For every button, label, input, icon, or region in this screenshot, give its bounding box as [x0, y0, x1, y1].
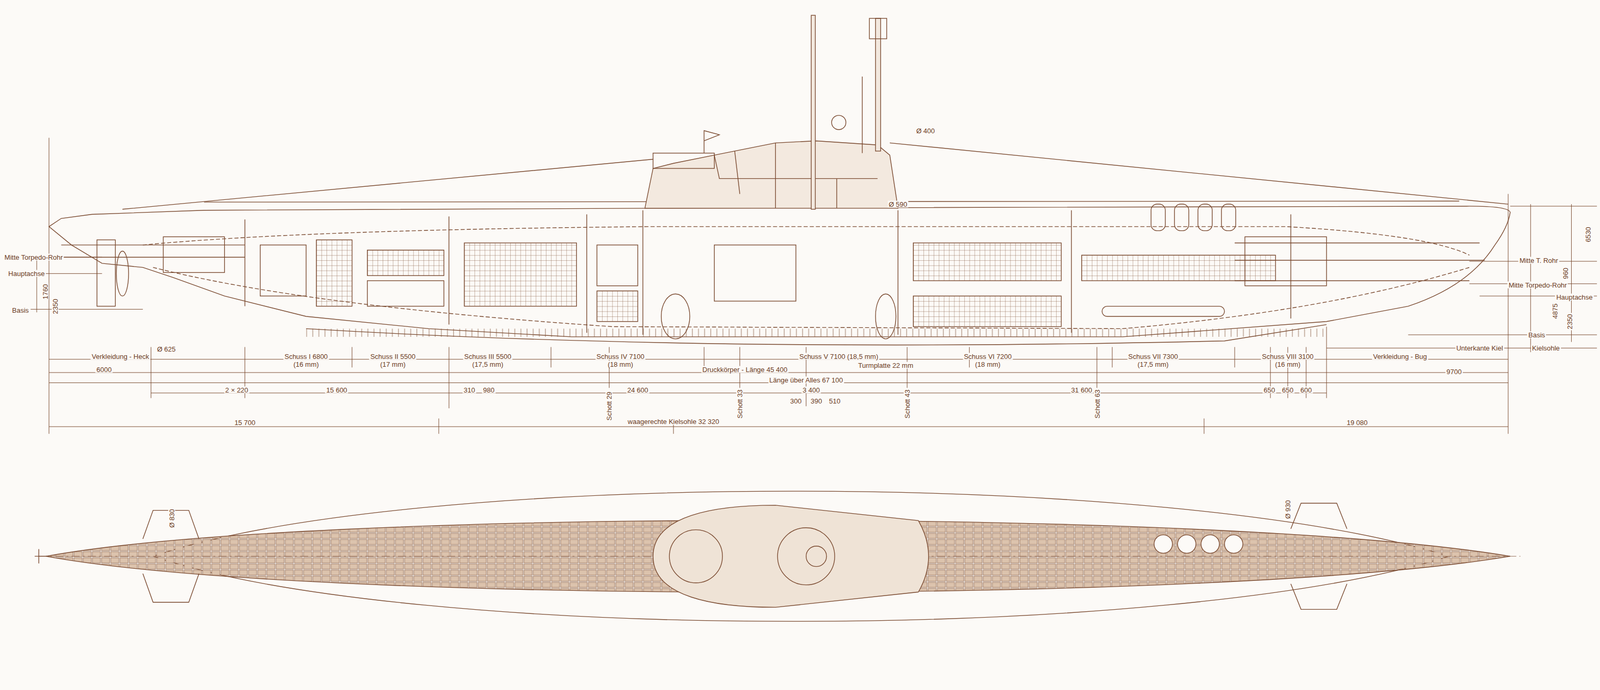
- dimension-label: Hauptachse: [1555, 293, 1594, 301]
- pressure-hull: [142, 226, 1470, 330]
- deck-containers: [1151, 204, 1236, 231]
- dimension-label: Ø 590: [887, 201, 909, 208]
- container-lid: [1224, 534, 1244, 554]
- container-lid: [1201, 534, 1220, 554]
- dimension-label: Basis: [11, 307, 30, 314]
- dimension-label: 600: [1299, 386, 1313, 394]
- side-elevation: [48, 15, 1511, 345]
- dimension-label: Schott 43: [903, 388, 911, 420]
- dimension-label: (17 mm): [379, 361, 407, 368]
- dimension-label: 2 × 220: [224, 386, 250, 394]
- dimension-label: Schuss I 6800: [283, 352, 329, 360]
- dimension-label: Schott 33: [736, 388, 744, 420]
- dimension-label: (18 mm): [606, 361, 635, 368]
- dimension-label: waagerechte Kielsohle 32 320: [626, 418, 721, 426]
- dimension-label: Verkleidung - Heck: [90, 352, 151, 360]
- plan-view: [34, 491, 1521, 622]
- dimension-label: Ø 400: [914, 127, 936, 134]
- dimension-label: Mitte T. Rohr: [1518, 257, 1560, 265]
- periscope: [875, 18, 881, 152]
- dimension-label: Mitte Torpedo-Rohr: [3, 254, 65, 261]
- dimension-label: (17,5 mm): [471, 361, 505, 368]
- dimension-label: 6530: [1584, 226, 1592, 244]
- dimension-label: 300: [788, 397, 803, 405]
- dimension-label: 4875: [1551, 302, 1559, 321]
- dimension-label: (18 mm): [973, 361, 1002, 368]
- gun-platform: [669, 530, 723, 584]
- dimension-label: 15 600: [325, 386, 349, 394]
- dimension-label: 31 600: [1070, 386, 1094, 394]
- tower-plan: [653, 505, 929, 608]
- flag: [703, 130, 720, 154]
- periscope-head: [869, 18, 887, 39]
- dimension-label: Schuss IV 7100: [595, 352, 646, 360]
- dimension-label: Unterkante Kiel: [1455, 344, 1504, 352]
- direction-finder: [831, 115, 846, 130]
- dimension-label: 3 400: [801, 386, 821, 394]
- rudder: [97, 239, 116, 307]
- dimension-label: 19 080: [1345, 419, 1369, 427]
- conning-tower: [645, 140, 899, 208]
- dimension-label: (17,5 mm): [1136, 361, 1170, 368]
- dimension-lines: [30, 138, 1597, 435]
- dimension-label: (16 mm): [292, 361, 320, 368]
- dimension-label: Kielsohle: [1531, 344, 1562, 352]
- dimension-label: Ø 830: [167, 508, 175, 529]
- dimension-label: Ø 625: [155, 345, 177, 353]
- dimension-label: Schuss II 5500: [369, 352, 417, 360]
- dimension-label: 1760: [41, 283, 49, 301]
- saddle-line: [306, 324, 1327, 346]
- propeller: [116, 251, 129, 297]
- dimension-label: Schott 29: [605, 391, 613, 423]
- dimension-label: Basis: [1527, 331, 1547, 339]
- dimension-label: 960: [1561, 266, 1569, 281]
- dimension-label: Ø 930: [1284, 499, 1292, 520]
- dimension-label: 310: [462, 386, 477, 394]
- dimension-label: 24 600: [626, 386, 650, 394]
- hatch: [806, 546, 827, 567]
- interior-machinery: [163, 236, 1276, 340]
- container-lid: [1154, 534, 1173, 554]
- dimension-label: Schuss VII 7300: [1127, 352, 1180, 360]
- keel-frames: [306, 328, 1327, 338]
- periscope: [811, 15, 816, 210]
- hydroplane: [142, 503, 1347, 610]
- dimension-label: 15 700: [233, 419, 257, 427]
- torpedo-tubes: [61, 236, 1486, 286]
- dimension-label: 2350: [1565, 312, 1573, 331]
- flak-platform: [653, 153, 715, 169]
- outer-hull: [48, 206, 1511, 338]
- dimension-label: 9700: [1445, 368, 1463, 376]
- dimension-label: 650: [1280, 386, 1295, 394]
- dimension-label: Schuss V 7100 (18,5 mm): [798, 352, 880, 360]
- dimension-label: (16 mm): [1274, 361, 1302, 368]
- dimension-label: Schuss III 5500: [462, 352, 513, 360]
- dimension-label: Länge über Alles 67 100: [768, 376, 845, 384]
- dimension-label: 980: [481, 386, 496, 394]
- dimension-label: Hauptachse: [7, 270, 46, 278]
- dimension-label: 510: [827, 397, 842, 405]
- dimension-label: 6000: [95, 366, 113, 374]
- net-cutter-wire: [122, 142, 1509, 209]
- dimension-label: Schott 63: [1093, 388, 1101, 420]
- hatch: [777, 528, 835, 586]
- propeller-plan: [34, 549, 49, 564]
- bridge-detail: [714, 142, 878, 208]
- bulkheads: [245, 210, 1291, 335]
- dimension-label: Schuss VI 7200: [962, 352, 1013, 360]
- dimension-label: Verkleidung - Bug: [1372, 352, 1429, 360]
- dimension-label: Turmplatte 22 mm: [857, 362, 915, 370]
- dimension-label: 650: [1262, 386, 1277, 394]
- dimension-label: Druckkörper - Länge 45 400: [701, 366, 789, 374]
- container-lid: [1177, 534, 1196, 554]
- dimension-label: Schuss VIII 3100: [1260, 352, 1315, 360]
- dimension-label: 390: [809, 397, 824, 405]
- dimension-label: Mitte Torpedo-Rohr: [1507, 281, 1568, 289]
- mast: [861, 76, 863, 154]
- dimension-label: 2350: [51, 297, 59, 315]
